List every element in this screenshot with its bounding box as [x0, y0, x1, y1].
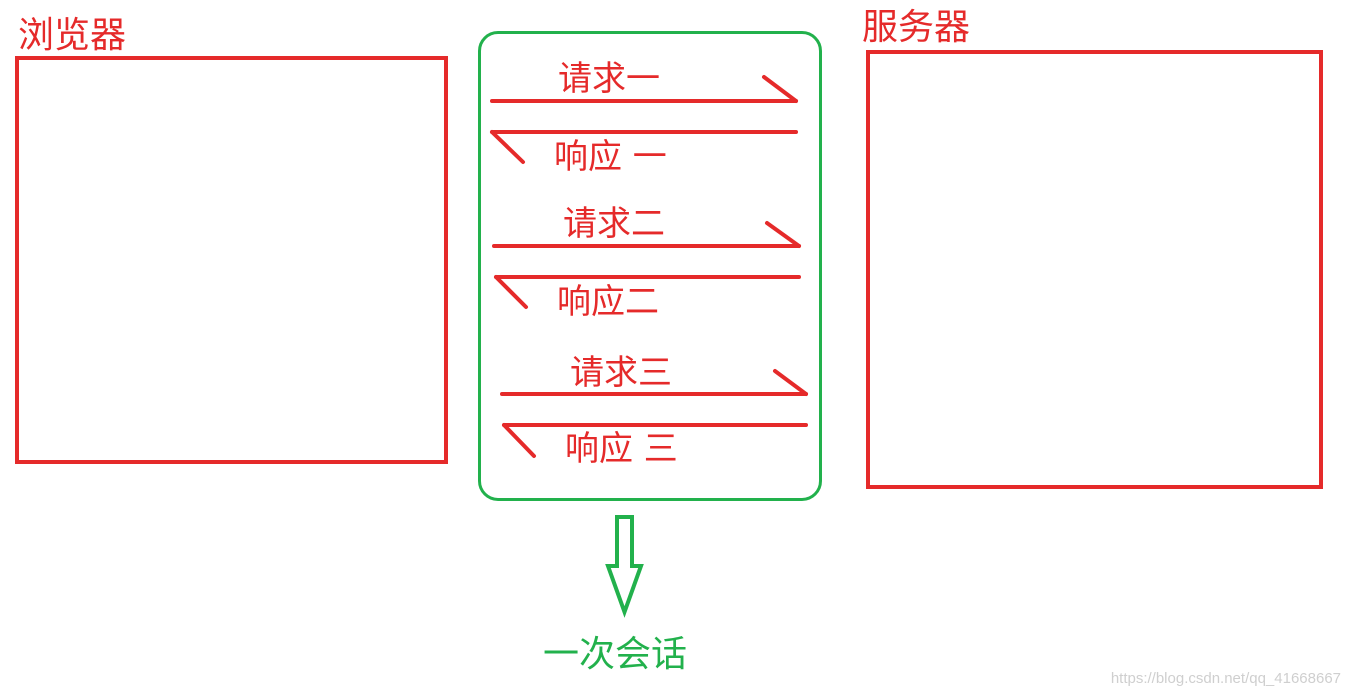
browser-label: 浏览器: [18, 15, 127, 56]
session-down-arrow: [605, 515, 644, 618]
browser-box: [15, 56, 448, 464]
response-label-3: 响应 三: [565, 429, 678, 469]
request-arrow-3: [500, 369, 808, 396]
response-arrow-2: [494, 275, 801, 309]
server-box: [866, 50, 1323, 489]
request-arrow-2: [492, 221, 801, 248]
response-label-1: 响应 一: [554, 137, 667, 177]
response-label-2: 响应二: [557, 282, 659, 322]
request-label-3: 请求三: [570, 353, 672, 393]
watermark-text: https://blog.csdn.net/qq_41668667: [1110, 670, 1341, 687]
request-label-1: 请求一: [558, 59, 660, 99]
response-arrow-1: [490, 130, 798, 164]
session-label: 一次会话: [543, 634, 688, 675]
server-label: 服务器: [862, 7, 971, 48]
response-arrow-3: [502, 423, 808, 458]
request-label-2: 请求二: [563, 204, 665, 244]
request-arrow-1: [490, 75, 798, 103]
session-container: [478, 31, 822, 501]
